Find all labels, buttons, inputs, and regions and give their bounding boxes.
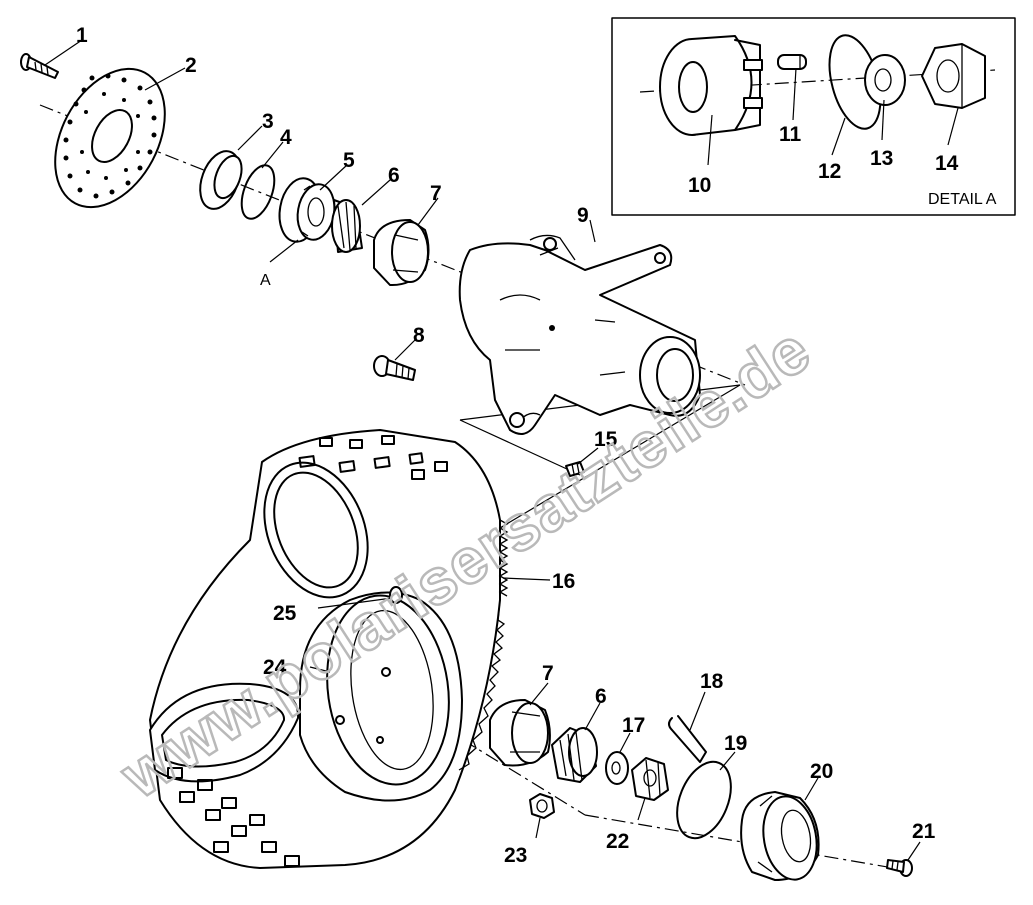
part-10-carrier bbox=[659, 35, 763, 136]
callout-8: 8 bbox=[413, 324, 425, 347]
callout-21: 21 bbox=[912, 820, 936, 843]
callout-6: 6 bbox=[388, 164, 400, 187]
assembly-marker-a: A bbox=[260, 272, 271, 289]
part-25-valve bbox=[389, 586, 403, 604]
part-20-hub-cap bbox=[740, 791, 820, 881]
part-9-spindle bbox=[458, 234, 701, 435]
part-22-castle-nut bbox=[631, 757, 669, 801]
part-7-race-upper bbox=[373, 219, 430, 287]
callout-10: 10 bbox=[688, 174, 711, 197]
callout-12: 12 bbox=[818, 160, 841, 183]
part-11-pin bbox=[777, 54, 807, 70]
rim bbox=[299, 591, 463, 802]
callout-9: 9 bbox=[577, 204, 589, 227]
part-6-bearing-upper bbox=[331, 199, 363, 253]
part-14-nut bbox=[921, 43, 986, 109]
part-23-nut bbox=[529, 793, 555, 819]
callout-14: 14 bbox=[935, 152, 959, 175]
callout-6b: 6 bbox=[595, 685, 607, 708]
callout-3: 3 bbox=[262, 110, 274, 133]
part-6-bearing-lower bbox=[551, 727, 598, 783]
callout-5: 5 bbox=[343, 149, 355, 172]
callout-23: 23 bbox=[504, 844, 527, 867]
part-8-bolt bbox=[373, 355, 416, 381]
part-5-carrier bbox=[278, 177, 336, 243]
part-19-o-ring bbox=[676, 760, 732, 840]
callout-24: 24 bbox=[263, 656, 287, 679]
callout-22: 22 bbox=[606, 830, 629, 853]
part-17-washer bbox=[605, 751, 629, 785]
part-21-screw bbox=[886, 859, 913, 877]
callout-13: 13 bbox=[870, 147, 893, 170]
callout-17: 17 bbox=[622, 714, 645, 737]
part-2-brake-disc bbox=[54, 67, 166, 209]
detail-a-box: DETAIL A bbox=[611, 17, 1016, 216]
part-15-set-screw bbox=[565, 461, 585, 477]
detail-a-title: DETAIL A bbox=[928, 191, 997, 208]
callout-11: 11 bbox=[779, 123, 802, 146]
callout-2: 2 bbox=[185, 54, 197, 77]
callout-20: 20 bbox=[810, 760, 833, 783]
callout-7: 7 bbox=[430, 182, 442, 205]
callout-18: 18 bbox=[700, 670, 724, 693]
part-4-snap-ring bbox=[240, 164, 276, 220]
callout-25: 25 bbox=[273, 602, 297, 625]
callout-1: 1 bbox=[76, 24, 88, 47]
part-3-seal bbox=[199, 150, 243, 210]
callout-16: 16 bbox=[552, 570, 575, 593]
callout-15: 15 bbox=[594, 428, 618, 451]
part-13-washer bbox=[864, 54, 906, 106]
part-18-cotter-pin bbox=[668, 715, 707, 763]
part-1-bolt bbox=[20, 53, 59, 79]
callout-4: 4 bbox=[280, 126, 292, 149]
callout-7b: 7 bbox=[542, 662, 554, 685]
callout-19: 19 bbox=[724, 732, 747, 755]
part-7-race-lower bbox=[489, 699, 551, 767]
